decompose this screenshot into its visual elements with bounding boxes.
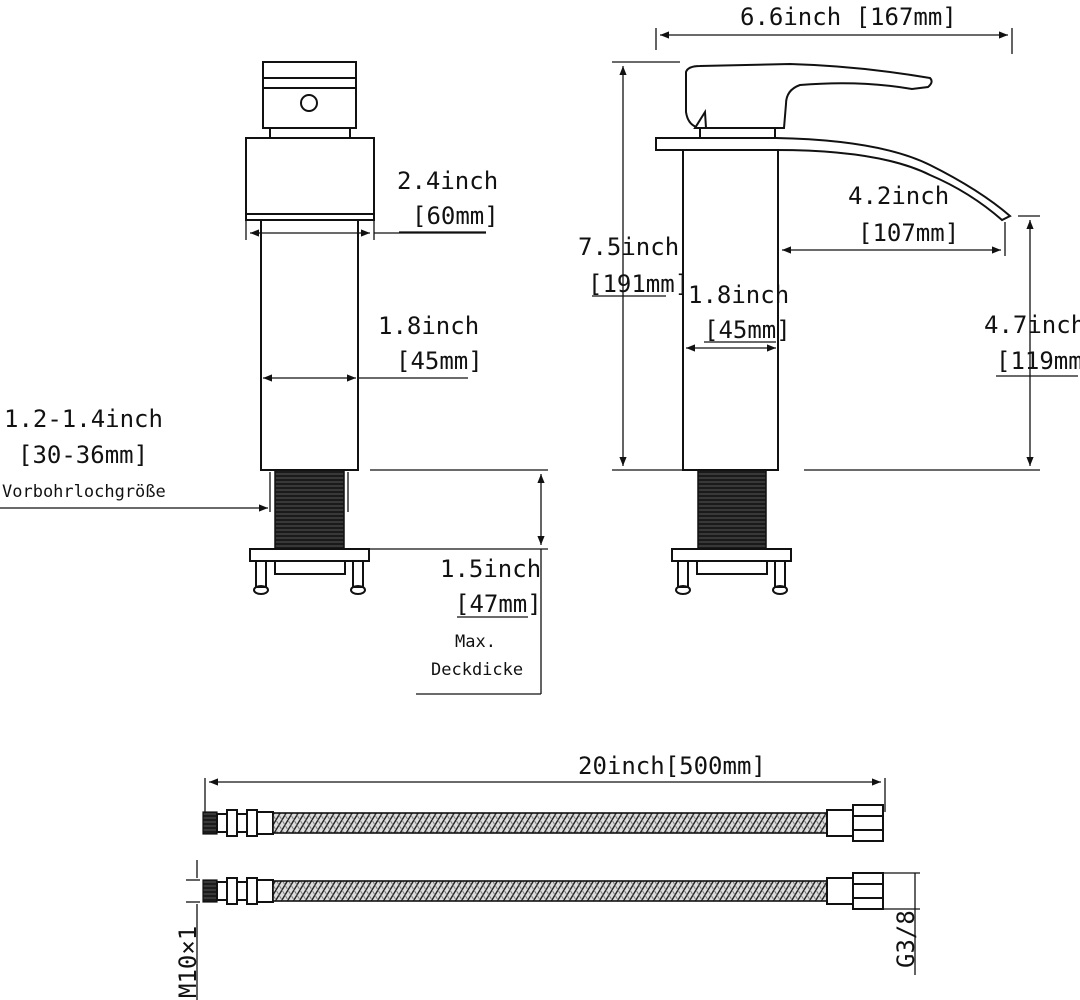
side-view: 6.6inch [167mm] 7.5inch [191mm] 1.8inch … [578, 3, 1080, 595]
front-body-width-metric: [45mm] [396, 347, 483, 375]
total-length-label: 6.6inch [167mm] [740, 3, 957, 31]
total-height-label: 7.5inch [578, 233, 679, 261]
side-threaded-shank [697, 469, 767, 551]
side-body-width-label: 1.8inch [688, 281, 789, 309]
deck-thickness-caption-2: Deckdicke [431, 660, 523, 680]
left-thread-label: M10×1 [174, 926, 202, 998]
spout-height-label: 4.7inch [984, 311, 1080, 339]
right-thread-label: G3/8 [892, 910, 920, 968]
hose-lower-nut [852, 872, 884, 910]
spout-reach-metric: [107mm] [858, 219, 959, 247]
total-height-metric: [191mm] [588, 270, 689, 298]
deck-thickness-metric: [47mm] [455, 590, 542, 618]
side-mounting-plate [671, 548, 792, 562]
hose-lower-braid [272, 880, 828, 902]
side-spout [655, 137, 1012, 222]
deck-thickness-label: 1.5inch [440, 555, 541, 583]
hose-lower [202, 872, 884, 910]
hole-size-caption: Vorbohrlochgröße [2, 482, 166, 502]
front-handle-width-label: 2.4inch [397, 167, 498, 195]
front-threaded-shank [274, 469, 345, 551]
hose-length-label: 20inch[500mm] [578, 752, 766, 780]
side-body-width-metric: [45mm] [704, 316, 791, 344]
hose-upper-nut [852, 804, 884, 842]
front-handle-width-metric: [60mm] [412, 202, 499, 230]
front-view: 2.4inch [60mm] 1.8inch [45mm] 1.2-1.4inc… [0, 61, 548, 695]
front-body-block [245, 137, 375, 221]
spout-height-metric: [119mm] [996, 347, 1080, 375]
hose-upper-braid [272, 812, 828, 834]
front-body-column [260, 219, 359, 471]
side-handle [685, 62, 933, 129]
hole-size-metric: [30-36mm] [18, 441, 148, 469]
front-mounting-plate [249, 548, 370, 562]
side-body-column [682, 149, 779, 471]
spout-reach-label: 4.2inch [848, 182, 949, 210]
handle-screw-hole [300, 94, 318, 112]
deck-thickness-caption-1: Max. [455, 632, 496, 652]
front-body-width-label: 1.8inch [378, 312, 479, 340]
supply-hoses: 20inch[500mm] [174, 752, 920, 1000]
hose-upper [202, 804, 884, 842]
hole-size-label: 1.2-1.4inch [4, 405, 163, 433]
